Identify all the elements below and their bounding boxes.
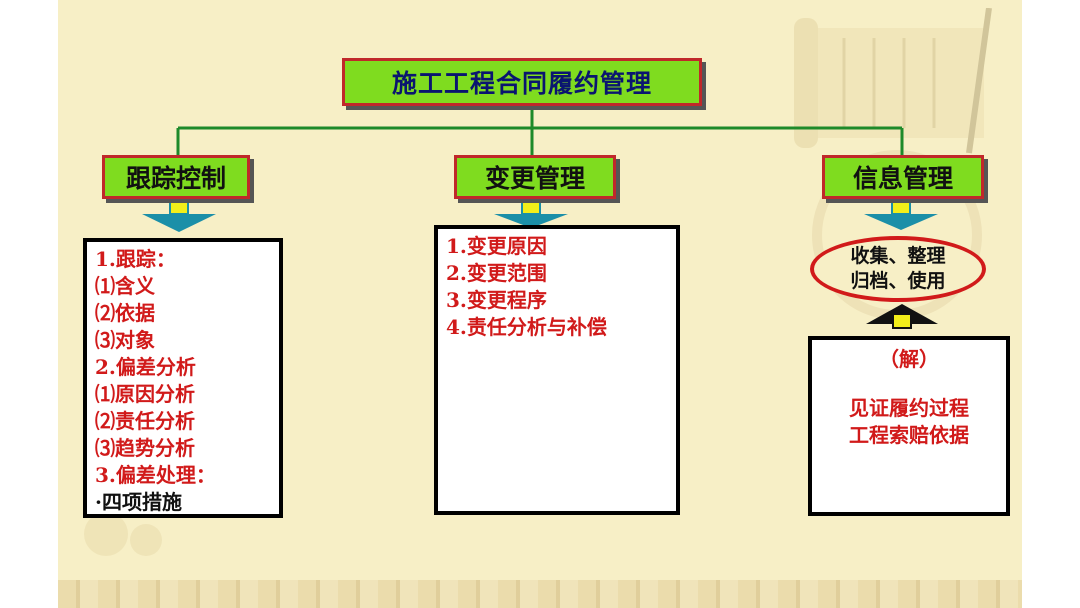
tracking-content-box: 1.跟踪： ⑴含义 ⑵依据 ⑶对象 2.偏差分析 ⑴原因分析 ⑵责任分析 ⑶趋势…	[83, 238, 283, 518]
branch-tracking-control: 跟踪控制	[102, 155, 250, 199]
info-explain-box: （解） 见证履约过程 工程索赔依据	[808, 336, 1010, 516]
arrow-down-1	[142, 201, 216, 232]
tracking-item: 3.偏差处理：	[95, 463, 216, 487]
ellipse-line: 收集、整理	[850, 245, 946, 267]
tracking-item: ⑵依据	[95, 301, 155, 325]
arrow-up	[866, 304, 938, 329]
branch-change-management: 变更管理	[454, 155, 616, 199]
arrow-down-2	[494, 201, 568, 228]
arrow-down-3	[864, 201, 938, 230]
slide: 施工工程合同履约管理 跟踪控制 变更管理 信息管理 1.跟踪： ⑴含义 ⑵依据 …	[58, 0, 1022, 608]
tracking-item: ⑵责任分析	[95, 409, 195, 433]
tracking-item: ⑴原因分析	[95, 382, 195, 406]
flower-decoration	[84, 512, 162, 556]
tracking-item: ⑴含义	[95, 274, 155, 298]
explain-line: 见证履约过程	[849, 396, 969, 420]
tracking-item: ·四项措施	[95, 490, 182, 514]
tracking-item: ⑶趋势分析	[95, 436, 195, 460]
tracking-item: 1.跟踪：	[95, 247, 176, 271]
change-item: 3.变更程序	[446, 288, 547, 312]
explain-line: 工程索赔依据	[849, 423, 969, 447]
diagram-title: 施工工程合同履约管理	[342, 58, 702, 106]
change-item: 1.变更原因	[446, 234, 547, 258]
connector-lines	[142, 106, 938, 329]
change-item: 4.责任分析与补偿	[446, 315, 607, 339]
change-item: 2.变更范围	[446, 261, 547, 285]
tracking-item: ⑶对象	[95, 328, 155, 352]
info-ellipse: 收集、整理 归档、使用	[810, 236, 986, 302]
change-content-box: 1.变更原因 2.变更范围 3.变更程序 4.责任分析与补偿	[434, 225, 680, 515]
tracking-item: 2.偏差分析	[95, 355, 196, 379]
ellipse-line: 归档、使用	[850, 270, 946, 292]
scroll-decoration	[794, 8, 992, 154]
bottom-pattern-band	[58, 580, 1022, 608]
explain-label: （解）	[879, 347, 939, 371]
branch-info-management: 信息管理	[822, 155, 984, 199]
